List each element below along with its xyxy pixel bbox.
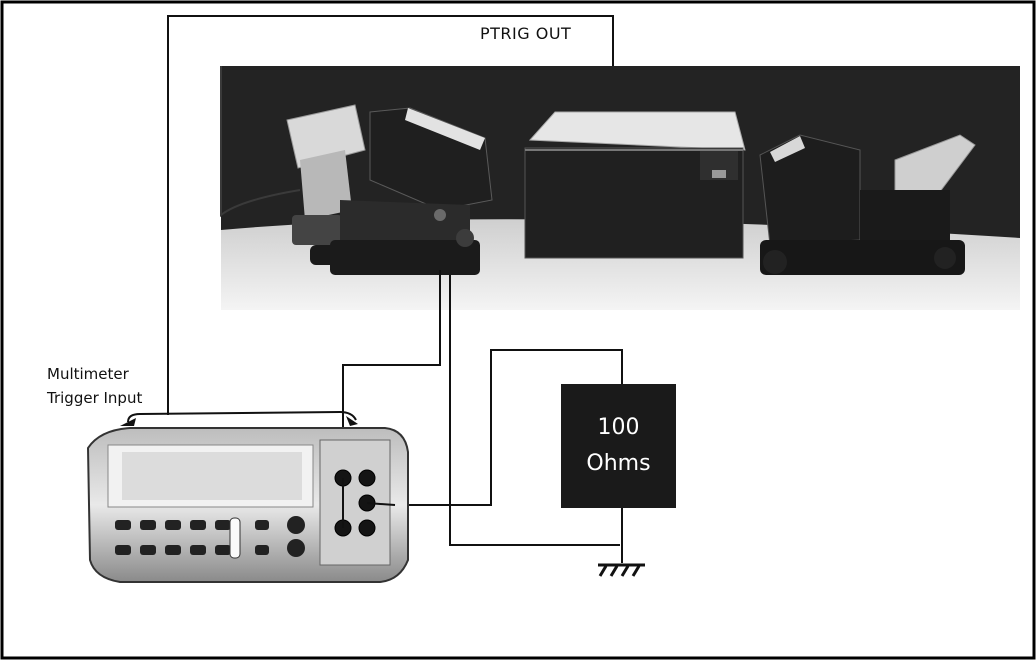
trigger-label-line-2: Trigger Input [47, 389, 143, 407]
left-motion-stage-inner [330, 107, 493, 275]
multimeter-trigger-input-label: Multimeter Trigger Input [47, 362, 142, 410]
ptrig-out-wire [167, 15, 614, 415]
resistor-unit: Ohms [586, 451, 651, 476]
resistor-block [561, 384, 676, 508]
resistor-value: 100 [597, 415, 640, 440]
bracket-arrow-left [120, 418, 136, 426]
resistor-label: 100 Ohms [561, 384, 676, 508]
wiring [167, 15, 623, 563]
instrument-photo [220, 66, 1020, 310]
stage-to-multimeter-wire [342, 270, 441, 470]
multimeter-to-resistor-wire [395, 349, 623, 506]
motion-controller-box [524, 111, 746, 259]
ground-icon [598, 563, 645, 577]
left-motion-stage-outer [286, 104, 366, 265]
trigger-label-line-1: Multimeter [47, 365, 129, 383]
ptrig-out-label: PTRIG OUT [480, 24, 572, 43]
right-motion-stage [759, 134, 976, 275]
trigger-input-bracket [127, 410, 357, 423]
ground-wire [449, 275, 620, 546]
bracket-arrow-right [346, 416, 358, 426]
digital-multimeter [86, 427, 409, 583]
